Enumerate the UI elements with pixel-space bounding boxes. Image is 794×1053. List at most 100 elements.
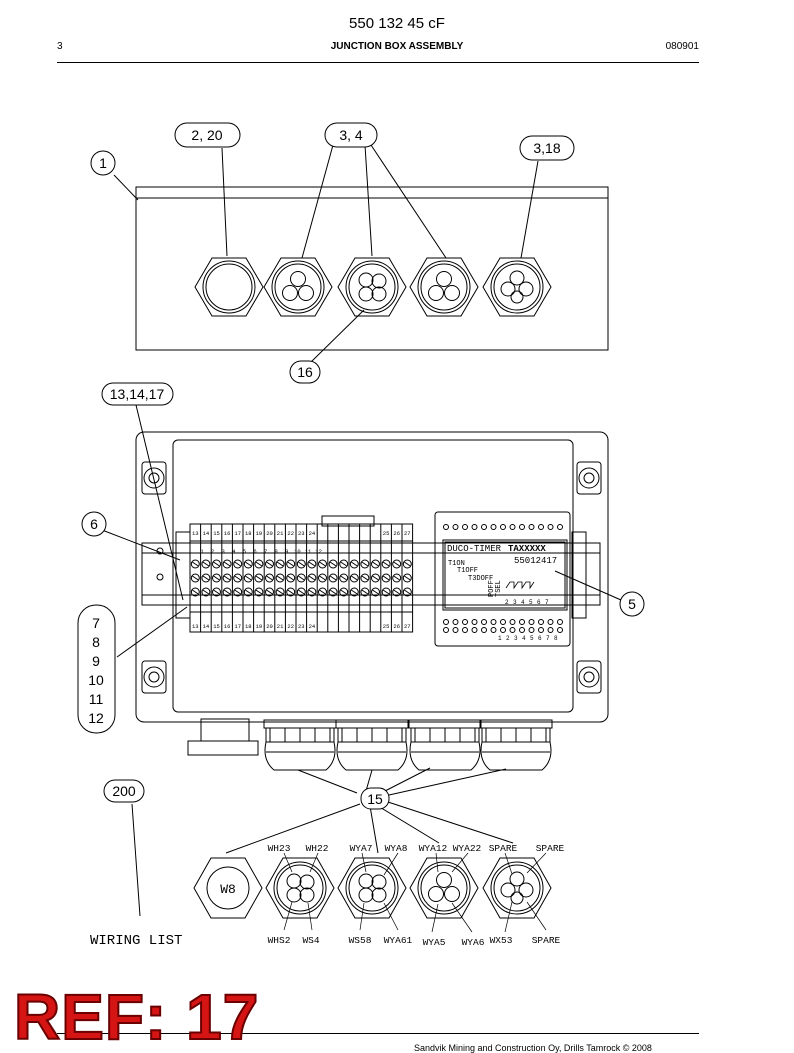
wiring-gland-4 — [482, 857, 552, 919]
terminal-screw — [254, 559, 264, 569]
wire-label-top-5: WYA12 — [419, 843, 448, 854]
wire-label-top-6: WYA22 — [453, 843, 482, 854]
timer-terminal-hole — [481, 524, 487, 530]
document-number: 550 132 45 cF — [349, 15, 445, 32]
timer-vertical-1: POFF — [488, 580, 496, 597]
terminal-number: 25 — [383, 530, 390, 537]
screw-slot — [234, 575, 241, 581]
screw-slot — [287, 575, 294, 581]
cable-gland-3core — [409, 257, 479, 317]
terminal-number: 23 — [298, 623, 305, 630]
screw-slot — [393, 561, 400, 567]
terminal-number: 13 — [192, 623, 199, 630]
wire-label-top-3: WYA7 — [350, 843, 373, 854]
terminal-number: 21 — [277, 623, 284, 630]
terminal-screw — [381, 587, 391, 597]
timer-terminal-hole — [509, 627, 516, 633]
terminal-screw — [381, 559, 391, 569]
timer-terminal-hole — [471, 619, 478, 625]
document-title: JUNCTION BOX ASSEMBLY — [330, 41, 464, 52]
timer-pin-label: 8 — [554, 635, 558, 642]
terminal-mid-number: 10 — [294, 548, 301, 555]
footer-rule — [57, 1033, 699, 1034]
terminal-screw — [265, 559, 274, 569]
timer-terminal-hole — [538, 627, 544, 633]
callout-9: 9 — [92, 653, 100, 669]
terminal-screw — [286, 587, 296, 597]
screw-slot — [351, 561, 358, 567]
terminal-screw — [360, 573, 370, 583]
screw-slot — [202, 589, 210, 595]
screw-slot — [245, 575, 252, 581]
wiring-gland-2 — [337, 857, 407, 919]
timer-terminal-hole — [547, 619, 554, 625]
terminal-number: 18 — [245, 530, 252, 537]
screw-slot — [223, 589, 231, 595]
timer-terminal-hole — [509, 619, 516, 625]
terminal-number: 21 — [277, 530, 284, 537]
terminal-screw — [275, 587, 285, 597]
screw-slot — [319, 575, 326, 581]
callout-8: 8 — [92, 634, 100, 650]
timer-terminal-hole — [500, 619, 506, 625]
timer-terminal-hole — [528, 619, 535, 625]
timer-line-1: T1ON — [448, 560, 465, 568]
jumper-bar — [321, 515, 375, 527]
screw-slot — [213, 561, 220, 567]
callout-7: 7 — [92, 615, 100, 631]
terminal-number: 27 — [404, 530, 411, 537]
wire-label-top-1: WH23 — [268, 843, 291, 854]
terminal-number: 20 — [266, 623, 273, 630]
timer-pin-label-inner: 6 — [537, 599, 541, 606]
callout-11: 11 — [89, 691, 104, 707]
wiring-list-glands — [193, 852, 552, 933]
timer-terminal-hole — [452, 524, 459, 530]
wire-label-bottom-8: SPARE — [532, 935, 561, 946]
screw-slot — [276, 561, 284, 567]
screw-slot — [329, 589, 337, 595]
cable-gland-side — [479, 719, 553, 771]
terminal-screw — [286, 573, 296, 583]
terminal-screw — [371, 587, 380, 597]
timer-module — [434, 511, 571, 647]
terminal-screw — [392, 559, 402, 569]
wiring-gland-1 — [265, 857, 335, 919]
terminal-number: 26 — [393, 623, 400, 630]
timer-terminal-hole — [490, 627, 497, 633]
terminal-screw — [190, 559, 200, 569]
timer-pin-label: 4 — [522, 635, 526, 642]
timer-terminal-hole — [500, 627, 506, 633]
timer-part: 55012417 — [514, 556, 557, 566]
timer-pin-label: 6 — [538, 635, 542, 642]
timer-terminal-hole — [462, 524, 468, 530]
screw-slot — [298, 575, 305, 581]
timer-terminal-hole — [462, 619, 468, 625]
timer-terminal-hole — [481, 627, 487, 633]
callout-16: 16 — [297, 364, 313, 380]
screw-slot — [287, 589, 294, 595]
terminal-screw — [243, 573, 253, 583]
terminal-screw — [402, 559, 412, 569]
wiring-list-label: WIRING LIST — [90, 933, 182, 949]
page-number: 3 — [57, 41, 63, 52]
screw-slot — [351, 575, 358, 581]
bottom-glands-side-view — [187, 718, 553, 771]
screw-slot — [255, 575, 263, 581]
timer-terminal-hole — [547, 524, 554, 530]
callout-6: 6 — [90, 516, 98, 532]
terminal-number: 13 — [192, 530, 199, 537]
wire-label-bottom-4: WYA61 — [384, 935, 413, 946]
screw-slot — [202, 561, 210, 567]
terminal-screw — [190, 587, 200, 597]
terminal-number: 14 — [203, 530, 210, 537]
screw-slot — [234, 561, 241, 567]
terminal-screw — [254, 573, 264, 583]
cable-gland-plug — [194, 257, 264, 317]
terminal-screw — [402, 587, 412, 597]
callout-10: 10 — [88, 672, 104, 688]
cable-gland-side — [335, 719, 409, 771]
timer-terminal-hole — [547, 627, 554, 633]
screw-slot — [340, 575, 347, 581]
terminal-mid-number: 1 — [200, 548, 204, 555]
terminal-screw — [371, 559, 380, 569]
